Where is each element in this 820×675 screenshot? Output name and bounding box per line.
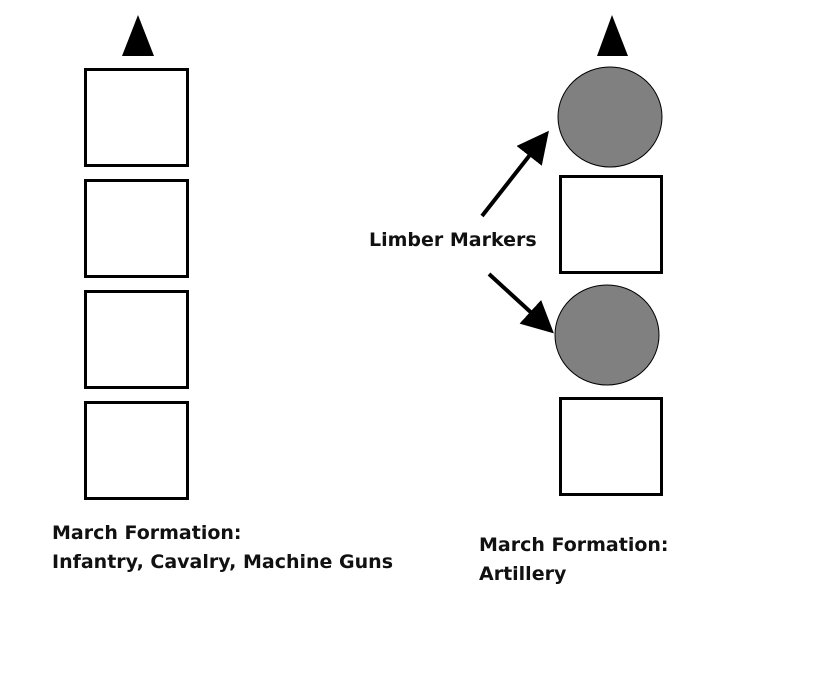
caption-units: Artillery bbox=[479, 563, 567, 585]
left-formation-caption: March Formation: Infantry, Cavalry, Mach… bbox=[52, 519, 393, 577]
caption-title: March Formation: bbox=[52, 522, 242, 544]
right-formation bbox=[554, 15, 663, 496]
direction-arrow-icon bbox=[597, 15, 628, 56]
caption-title: March Formation: bbox=[479, 534, 669, 556]
unit-box bbox=[559, 175, 663, 274]
unit-box bbox=[559, 397, 663, 496]
caption-units: Infantry, Cavalry, Machine Guns bbox=[52, 551, 394, 573]
direction-arrow-icon bbox=[122, 15, 154, 56]
limber-circle-1 bbox=[557, 66, 663, 168]
right-formation-caption: March Formation: Artillery bbox=[479, 531, 669, 589]
unit-box bbox=[84, 68, 189, 167]
limber-circle-2 bbox=[554, 284, 660, 386]
limber-markers-label: Limber Markers bbox=[369, 229, 537, 251]
arrow-to-limber-2 bbox=[487, 272, 554, 334]
unit-box bbox=[84, 290, 189, 389]
left-formation bbox=[84, 15, 189, 500]
unit-box bbox=[84, 179, 189, 278]
arrow-to-limber-1 bbox=[480, 130, 549, 218]
unit-box bbox=[84, 401, 189, 500]
